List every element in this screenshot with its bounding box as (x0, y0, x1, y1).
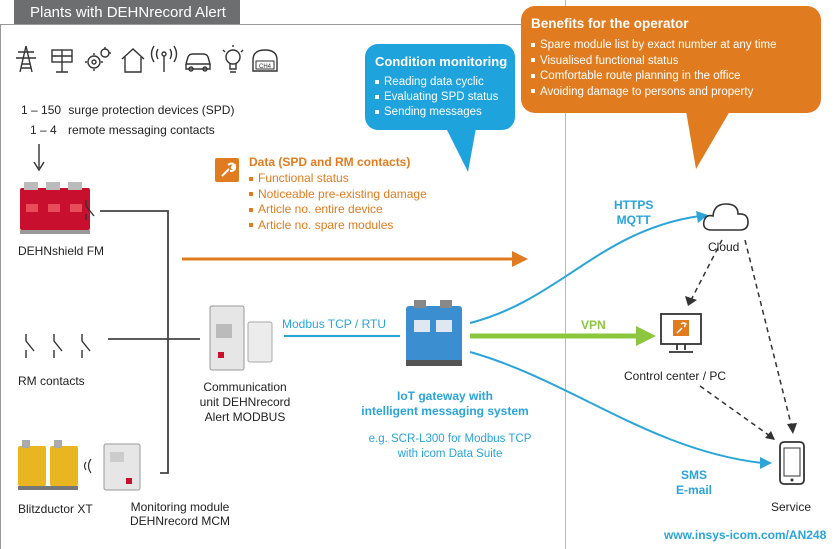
switch-icon (53, 334, 63, 358)
benefit-item: Comfortable route planning in the office (531, 69, 777, 85)
rm-contacts-label: RM contacts (18, 374, 85, 388)
car-charging-icon (185, 53, 211, 72)
comm-unit-label: Communication unit DEHNrecord Alert MODB… (190, 380, 300, 425)
gateway-label-line2: intelligent messaging system (361, 404, 529, 418)
data-item: Article no. entire device (249, 202, 427, 218)
down-arrow-icon (33, 144, 45, 172)
dehnshield-label: DEHNshield FM (18, 244, 105, 258)
house-icon (121, 48, 145, 73)
switch-icon (81, 334, 91, 358)
page-title: Plants with DEHNrecord Alert (14, 0, 240, 25)
gateway-label: IoT gateway with intelligent messaging s… (355, 389, 535, 419)
data-block-heading: Data (SPD and RM contacts) (249, 155, 411, 169)
https-mqtt-label: HTTPS MQTT (614, 198, 653, 228)
sms-label: SMS (681, 468, 708, 482)
comm-unit-label-line2: unit DEHNrecord (199, 395, 291, 409)
service-label: Service (771, 500, 812, 514)
benefits-bubble: Benefits for the operator Spare module l… (521, 6, 821, 113)
cloud-label: Cloud (708, 240, 740, 254)
modbus-label: Modbus TCP / RTU (282, 317, 387, 331)
lightbulb-icon (222, 45, 244, 73)
industrial-gears-icon (85, 47, 111, 71)
vpn-label: VPN (581, 318, 606, 332)
rm-switch-icon (85, 200, 95, 220)
benefit-item: Spare module list by exact number at any… (531, 38, 777, 54)
benefit-item: Avoiding damage to persons and property (531, 85, 777, 101)
gas-label: CH4 (259, 64, 272, 70)
radio-tower-icon (150, 45, 178, 72)
rm-count-line: 1 – 4 remote messaging contacts (30, 123, 215, 137)
plant-icons-row: CH4 (16, 45, 278, 73)
mcm-label-line2: DEHNrecord MCM (129, 514, 230, 528)
data-block-list: Functional status Noticeable pre-existin… (249, 171, 427, 233)
mcm-label: Monitoring module DEHNrecord MCM (125, 500, 235, 528)
data-item: Noticeable pre-existing damage (249, 187, 427, 203)
condition-item: Evaluating SPD status (375, 90, 498, 105)
control-center-pc-icon (660, 313, 702, 353)
data-block: Data (SPD and RM contacts) Functional st… (249, 155, 427, 233)
benefit-item: Visualised functional status (531, 54, 777, 70)
rm-count: 1 – 4 (30, 123, 57, 137)
gateway-example: e.g. SCR-L300 for Modbus TCP with icom D… (355, 432, 545, 462)
data-item: Functional status (249, 171, 427, 187)
cloud-icon (702, 203, 749, 231)
section-divider (565, 0, 566, 549)
power-pylon-icon (16, 45, 36, 73)
condition-item: Sending messages (375, 105, 498, 120)
spd-count-line: 1 – 150 surge protection devices (SPD) (21, 103, 234, 117)
solar-panel-icon (51, 49, 73, 73)
wrench-icon (215, 158, 239, 182)
condition-monitoring-bubble: Condition monitoring Reading data cyclic… (365, 44, 515, 130)
communication-unit-image (209, 305, 273, 371)
benefits-list: Spare module list by exact number at any… (531, 38, 777, 100)
mqtt-label: MQTT (616, 213, 651, 227)
data-item: Article no. spare modules (249, 218, 427, 234)
frame-top-line (0, 24, 565, 25)
control-center-label: Control center / PC (624, 369, 727, 383)
mcm-label-line1: Monitoring module (130, 500, 230, 514)
spd-text: surge protection devices (SPD) (68, 103, 235, 117)
blitzductor-label: Blitzductor XT (18, 502, 93, 516)
rm-text: remote messaging contacts (68, 123, 215, 137)
https-label: HTTPS (614, 198, 654, 212)
iot-gateway-image (406, 300, 462, 366)
frame-left-line (0, 24, 1, 549)
smartphone-icon (779, 441, 805, 485)
gateway-example-line1: e.g. SCR-L300 for Modbus TCP (368, 433, 532, 445)
comm-unit-label-line3: Alert MODBUS (204, 410, 286, 424)
dehnshield-device-image (20, 182, 90, 234)
source-url[interactable]: www.insys-icom.com/AN248 (664, 528, 827, 542)
condition-monitoring-bubble-tail (446, 128, 476, 172)
rm-contacts-symbols (25, 334, 91, 358)
blitzductor-device-image (18, 440, 141, 491)
condition-monitoring-list: Reading data cyclic Evaluating SPD statu… (375, 75, 498, 120)
switch-icon (25, 334, 35, 358)
spd-count: 1 – 150 (21, 103, 62, 117)
condition-item: Reading data cyclic (375, 75, 498, 90)
condition-monitoring-heading: Condition monitoring (375, 54, 508, 69)
gateway-label-line1: IoT gateway with (396, 389, 493, 403)
benefits-bubble-tail (686, 111, 730, 169)
gas-pipeline-icon (252, 49, 278, 72)
sms-email-label: SMS E-mail (676, 468, 712, 498)
email-label: E-mail (676, 483, 713, 497)
benefits-heading: Benefits for the operator (531, 16, 689, 31)
gateway-example-line2: with icom Data Suite (397, 448, 503, 460)
comm-unit-label-line1: Communication (203, 380, 287, 394)
